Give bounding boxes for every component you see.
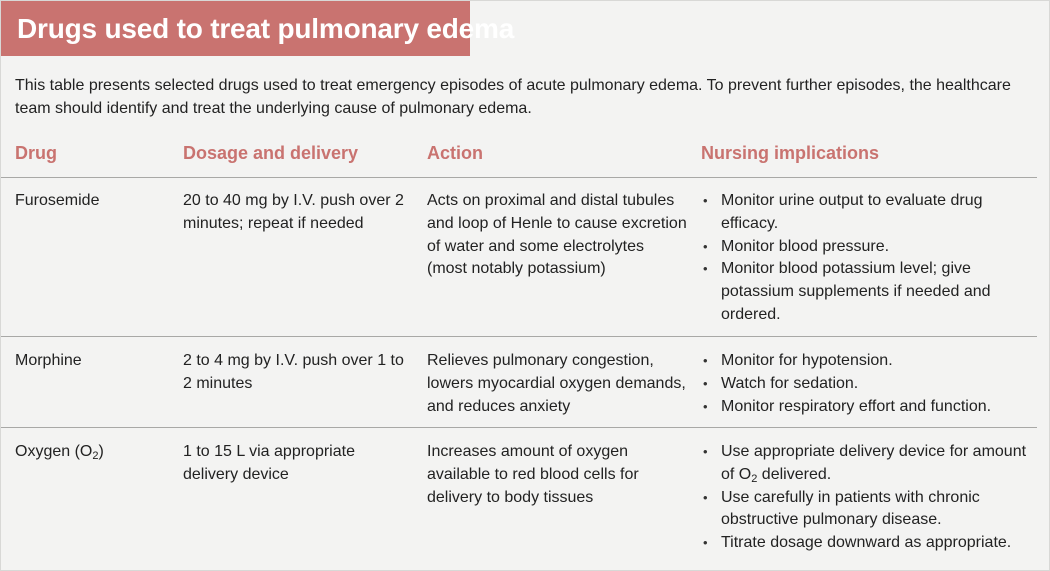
list-item: Watch for sedation. [701,373,1041,396]
list-item: Monitor blood potassium level; give pota… [701,258,1037,326]
intro-paragraph: This table presents selected drugs used … [15,77,1011,117]
list-item: Use carefully in patients with chronic o… [701,487,1041,533]
header-divider [1,177,1037,178]
row-oxygen-dosage: 1 to 15 L via appropriate delivery devic… [183,443,355,483]
list-item: Monitor respiratory effort and function. [701,396,1041,419]
subscript: 2 [751,472,758,485]
list-item: Titrate dosage downward as appropriate. [701,532,1041,555]
row-furosemide-drug: Furosemide [15,192,100,209]
row-morphine-nursing-list: Monitor for hypotension. Watch for sedat… [701,350,1041,418]
drug-name-text: Oxygen (O [15,443,93,460]
row-oxygen-drug: Oxygen (O2) [15,441,175,464]
list-item-text: Use appropriate delivery device for amou… [721,443,1027,483]
row-oxygen-nursing-list: Use appropriate delivery device for amou… [701,441,1041,555]
row-morphine-drug: Morphine [15,352,82,369]
row-divider [1,427,1037,428]
list-item: Monitor for hypotension. [701,350,1041,373]
list-item: Monitor urine output to evaluate drug ef… [701,190,1037,236]
column-header-nursing: Nursing implications [701,143,880,163]
column-header-action: Action [427,143,483,163]
list-item: Use appropriate delivery device for amou… [701,441,1041,487]
row-furosemide-nursing-list: Monitor urine output to evaluate drug ef… [701,190,1037,327]
row-furosemide-dosage: 20 to 40 mg by I.V. push over 2 minutes;… [183,192,404,232]
page-title: Drugs used to treat pulmonary edema [1,1,514,56]
list-item-suffix: delivered. [757,465,832,483]
list-item: Monitor blood pressure. [701,236,1037,259]
row-morphine-dosage: 2 to 4 mg by I.V. push over 1 to 2 minut… [183,352,404,392]
column-header-drug: Drug [15,143,57,163]
row-morphine-action: Relieves pulmonary congestion, lowers my… [427,352,686,415]
column-header-dosage: Dosage and delivery [183,143,359,163]
drug-name-suffix: ) [98,443,104,460]
row-divider [1,336,1037,337]
subscript: 2 [92,450,99,462]
row-oxygen-action: Increases amount of oxygen available to … [427,443,639,506]
row-furosemide-action: Acts on proximal and distal tubules and … [427,192,687,278]
